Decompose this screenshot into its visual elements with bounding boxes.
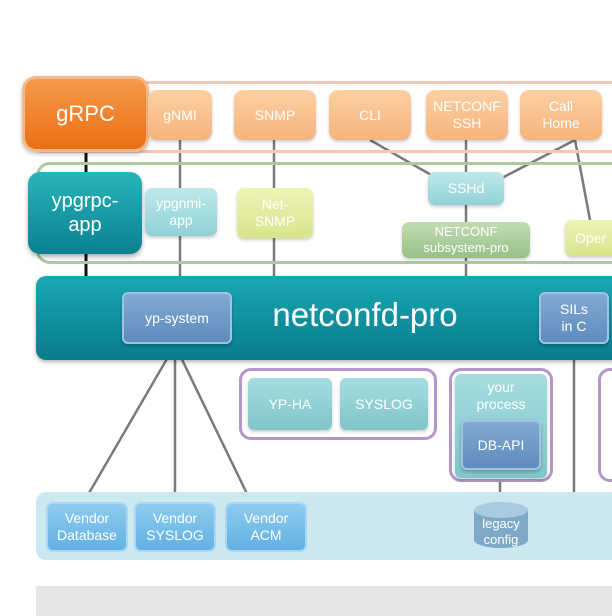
- gnmi-box[interactable]: gNMI: [148, 90, 212, 140]
- call-home-line1: Call: [548, 98, 574, 114]
- sils-box[interactable]: SILs in C: [539, 292, 609, 344]
- netconf-subsystem-box[interactable]: NETCONF subsystem-pro: [402, 222, 530, 258]
- yp-ha-box[interactable]: YP-HA: [248, 378, 332, 430]
- gnmi-label: gNMI: [163, 106, 197, 123]
- ypgnmi-app-box[interactable]: ypgnmi- app: [145, 188, 217, 236]
- netconf-ssh-line1: NETCONF: [433, 98, 501, 114]
- ypgrpc-app-box[interactable]: ypgrpc- app: [28, 172, 142, 254]
- yp-ha-label: YP-HA: [268, 395, 312, 412]
- snmp-box[interactable]: SNMP: [234, 90, 316, 140]
- syslog-box[interactable]: SYSLOG: [340, 378, 428, 430]
- netconf-ssh-box[interactable]: NETCONF SSH: [426, 90, 508, 140]
- vendor-db-line2: Database: [57, 527, 117, 543]
- netconf-sub-line1: NETCONF: [434, 224, 498, 239]
- sshd-label: SSHd: [447, 180, 485, 196]
- db-api-box[interactable]: DB-API: [461, 420, 541, 470]
- ypgnmi-line2: app: [169, 212, 193, 228]
- your-process-line2: process: [476, 396, 526, 412]
- legacy-line1: legacy: [482, 516, 520, 531]
- netconf-ssh-line2: SSH: [452, 115, 482, 131]
- vendor-syslog-line2: SYSLOG: [146, 527, 204, 543]
- grpc-label: gRPC: [56, 101, 115, 126]
- net-snmp-line1: Net-: [261, 196, 289, 212]
- vendor-database-box[interactable]: Vendor Database: [46, 502, 128, 552]
- yp-system-box[interactable]: yp-system: [122, 292, 232, 344]
- sils-line2: in C: [561, 318, 587, 334]
- legacy-line2: config: [483, 532, 519, 547]
- bottom-band: [36, 586, 612, 616]
- sshd-box[interactable]: SSHd: [428, 172, 504, 205]
- grpc-box[interactable]: gRPC: [22, 76, 149, 152]
- net-snmp-line2: SNMP: [254, 213, 296, 229]
- vendor-db-line1: Vendor: [64, 510, 110, 526]
- legacy-config-cylinder: [474, 502, 528, 548]
- yp-system-label: yp-system: [145, 309, 209, 326]
- netconf-sub-line2: subsystem-pro: [423, 240, 509, 255]
- ypgrpc-line2: app: [68, 214, 102, 236]
- vendor-acm-box[interactable]: Vendor ACM: [225, 502, 307, 552]
- vendor-syslog-line1: Vendor: [152, 510, 198, 526]
- partial-group-right: [598, 368, 612, 482]
- your-process-text: your process: [455, 378, 547, 414]
- oper-label: Oper: [575, 229, 607, 246]
- legacy-config-text: legacy config: [470, 514, 532, 550]
- net-snmp-box[interactable]: Net- SNMP: [237, 188, 313, 238]
- snmp-label: SNMP: [254, 106, 296, 123]
- ypgrpc-line1: ypgrpc-: [51, 190, 119, 212]
- syslog-label: SYSLOG: [355, 395, 413, 412]
- db-api-label: DB-API: [477, 436, 525, 453]
- vendor-syslog-box[interactable]: Vendor SYSLOG: [134, 502, 216, 552]
- call-home-box[interactable]: Call Home: [520, 90, 602, 140]
- cli-box[interactable]: CLI: [329, 90, 411, 140]
- call-home-line2: Home: [542, 115, 580, 131]
- ypgnmi-line1: ypgnmi-: [156, 195, 206, 211]
- server-title: netconfd-pro: [272, 296, 458, 333]
- cli-label: CLI: [359, 106, 381, 123]
- vendor-acm-line2: ACM: [250, 527, 282, 543]
- oper-box-partial[interactable]: Oper: [565, 220, 612, 256]
- vendor-acm-line1: Vendor: [243, 510, 289, 526]
- sils-line1: SILs: [559, 301, 588, 317]
- your-process-line1: your: [487, 379, 515, 395]
